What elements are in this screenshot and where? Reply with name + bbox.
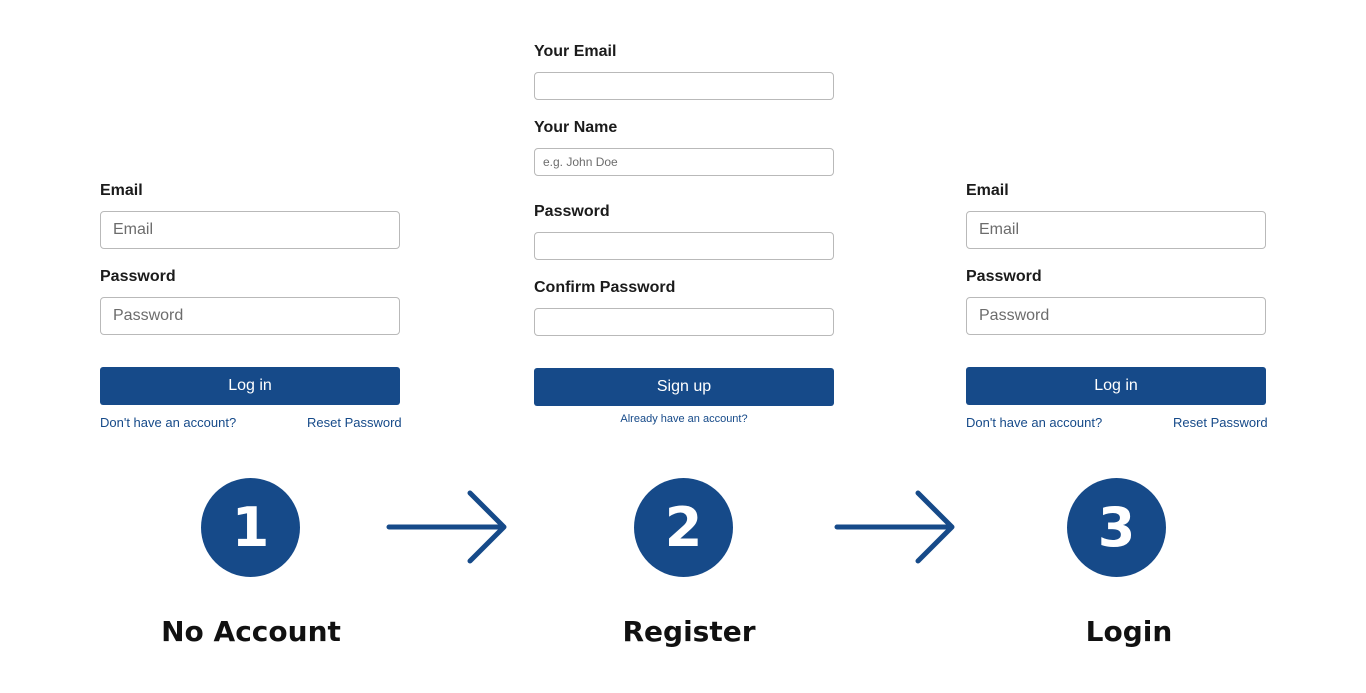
step-1-badge: 1 (201, 478, 300, 577)
no-account-link[interactable]: Don't have an account? (966, 415, 1103, 430)
your-name-label: Your Name (534, 119, 618, 136)
password-label: Password (966, 268, 1042, 285)
register-password-label: Password (534, 203, 610, 220)
reset-password-link[interactable]: Reset Password (1173, 415, 1268, 430)
already-have-account-link[interactable]: Already have an account? (620, 413, 748, 425)
step-2-badge: 2 (634, 478, 733, 577)
no-account-link[interactable]: Don't have an account? (100, 415, 237, 430)
step-2-title: Register (622, 615, 756, 648)
password-input[interactable] (100, 297, 400, 335)
signup-button[interactable]: Sign up (534, 368, 834, 406)
email-input[interactable] (100, 211, 400, 249)
login-button[interactable]: Log in (100, 367, 400, 405)
confirm-password-input[interactable] (534, 308, 834, 336)
step-1-title: No Account (161, 615, 341, 648)
arrow-right-icon (834, 490, 955, 564)
password-input[interactable] (966, 297, 1266, 335)
your-name-input[interactable] (534, 148, 834, 176)
arrow-right-icon (386, 490, 507, 564)
email-label: Email (966, 182, 1009, 199)
confirm-password-label: Confirm Password (534, 279, 676, 296)
password-label: Password (100, 268, 176, 285)
register-password-input[interactable] (534, 232, 834, 260)
your-email-label: Your Email (534, 43, 617, 60)
step-3-badge: 3 (1067, 478, 1166, 577)
login-button[interactable]: Log in (966, 367, 1266, 405)
email-input[interactable] (966, 211, 1266, 249)
reset-password-link[interactable]: Reset Password (307, 415, 402, 430)
step-3-title: Login (1085, 615, 1173, 648)
your-email-input[interactable] (534, 72, 834, 100)
email-label: Email (100, 182, 143, 199)
